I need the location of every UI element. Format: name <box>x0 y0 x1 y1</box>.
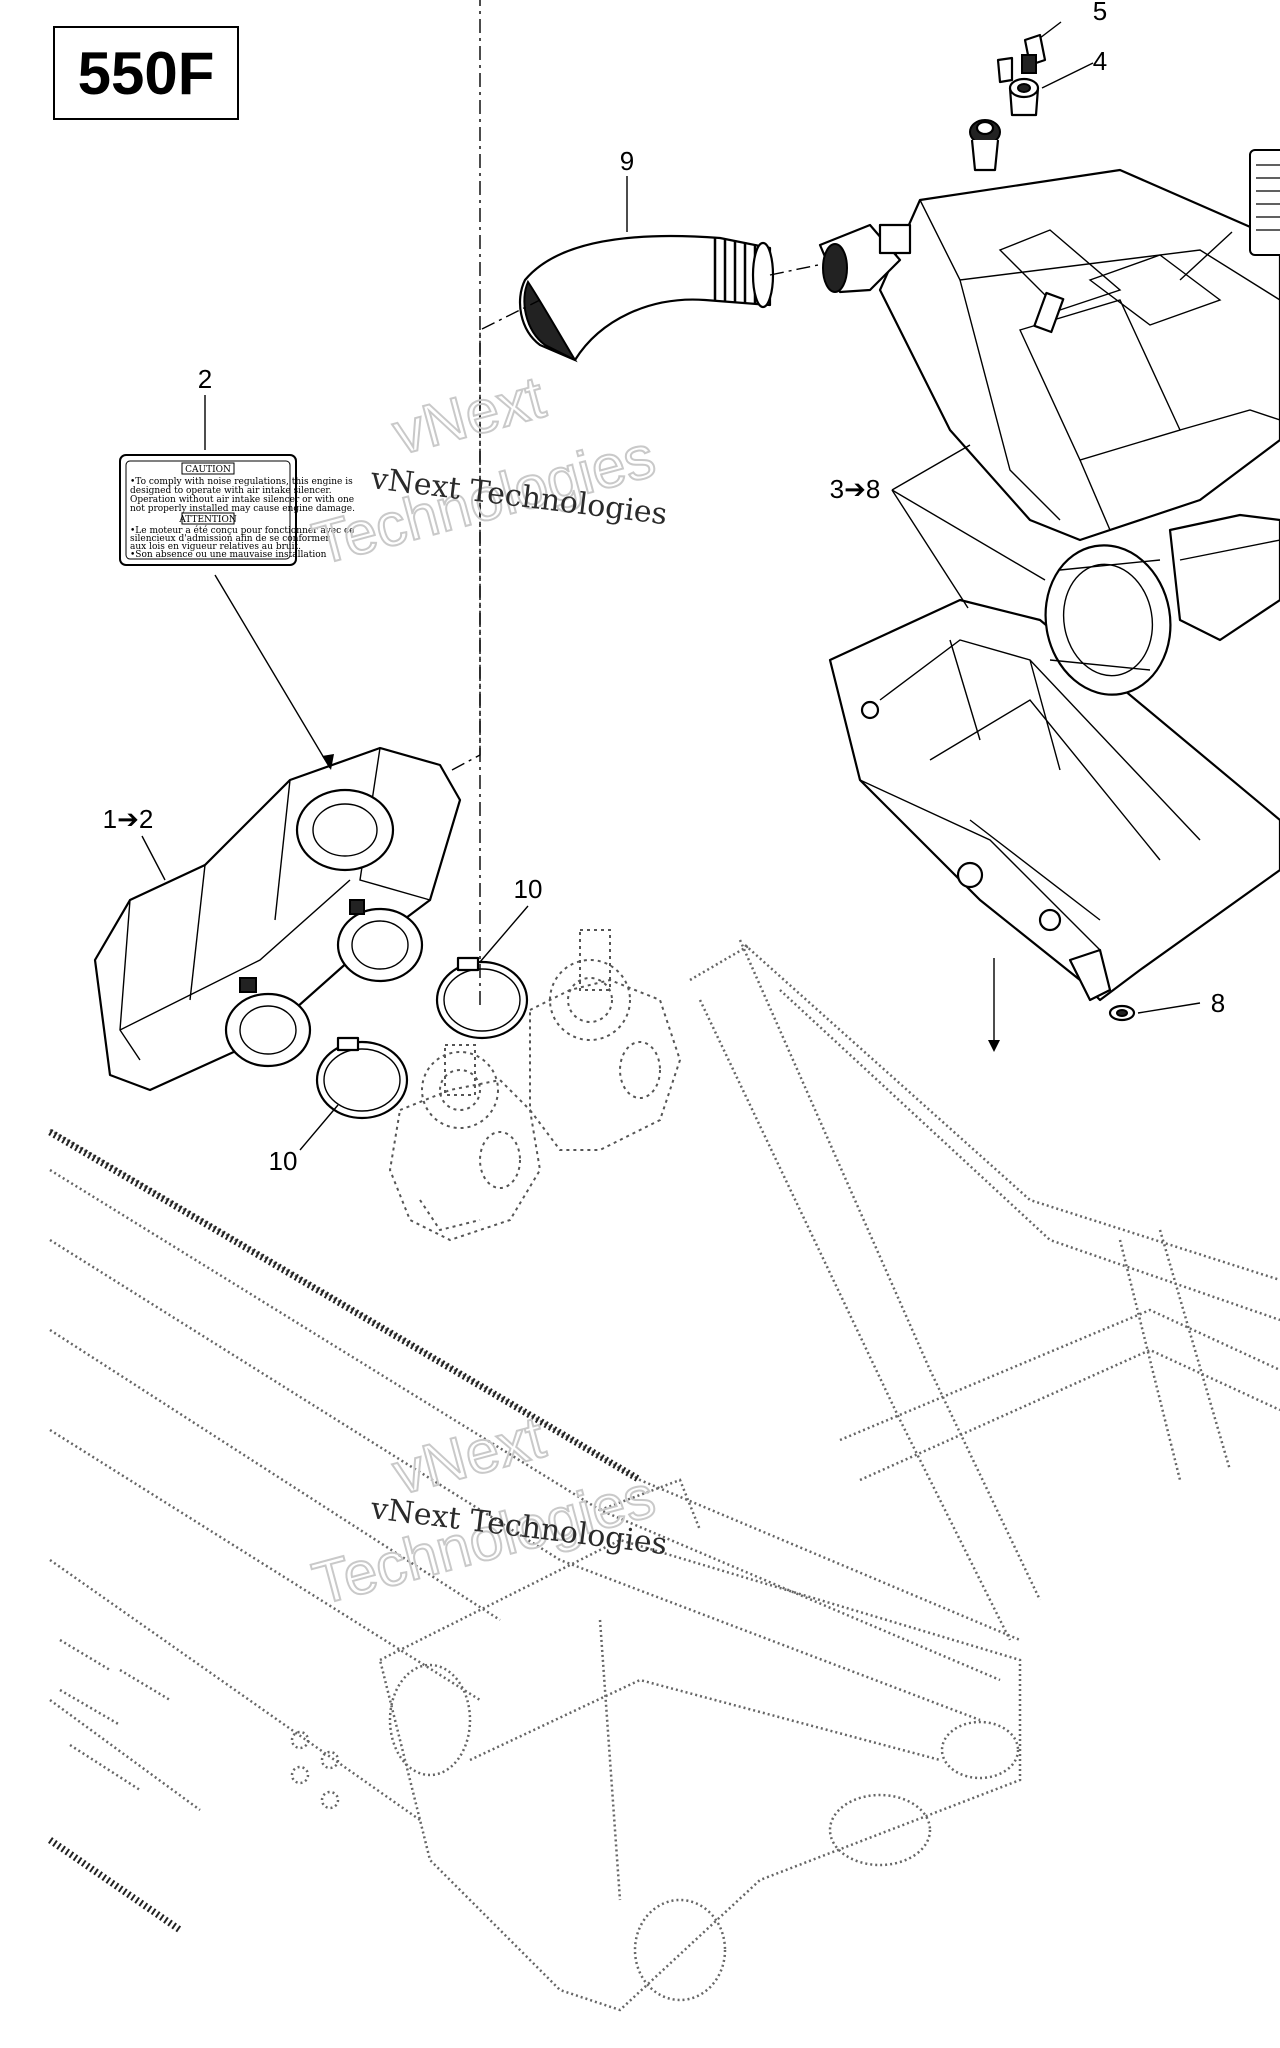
airbox-side-panel <box>1168 513 1280 642</box>
caution-label-partial <box>1249 149 1280 256</box>
dashdot-guide-2 <box>769 264 819 276</box>
caution-line-1: •To comply with noise regulations, this … <box>130 477 353 487</box>
carburetors <box>388 929 682 1242</box>
attention-line-1: •Le moteur a été conçu pour fonctionner … <box>130 525 354 536</box>
caution-line-2: designed to operate with air intake sile… <box>130 486 332 496</box>
grommet-4 <box>1008 77 1040 117</box>
clamp-upper <box>435 956 529 1040</box>
callouts: 2 1➔2 9 5 4 3➔8 8 10 10 <box>103 0 1226 1176</box>
clamp-lower <box>315 1036 409 1120</box>
leader-lines <box>141 0 1233 1151</box>
caution-line-4: not properly installed may cause engine … <box>130 504 355 514</box>
airbox-base <box>828 598 1280 1002</box>
callout-3-to-8: 3➔8 <box>830 474 881 504</box>
caution-line-3: Operation without air intake silencer or… <box>130 495 354 505</box>
attention-line-3: aux lois en vigueur relatives au bruit. <box>130 542 301 552</box>
callout-10-upper: 10 <box>514 874 543 904</box>
callout-9: 9 <box>620 146 634 176</box>
callout-8: 8 <box>1211 988 1225 1018</box>
watermark-upper-top: vNext <box>386 363 552 467</box>
intake-hose <box>518 234 775 363</box>
watermark-lower-top: vNext <box>386 1403 552 1507</box>
chassis-frame <box>48 939 1280 2012</box>
callout-1-to-2: 1➔2 <box>103 804 154 834</box>
callout-10-lower: 10 <box>269 1146 298 1176</box>
callout-4: 4 <box>1093 46 1107 76</box>
drain-plug-8 <box>1108 1004 1136 1022</box>
caution-heading: CAUTION <box>185 465 231 475</box>
airbox-adapter <box>1044 544 1172 696</box>
fitting-5 <box>996 33 1047 84</box>
dashdot-guide <box>451 299 541 771</box>
watermark-upper: vNext Technologies vNext Technologies <box>305 362 669 578</box>
attention-line-4: •Son absence ou une mauvaise installatio… <box>130 550 327 560</box>
attention-line-2: silencieux d'admission afin de se confor… <box>130 534 330 544</box>
caution-label: CAUTION •To comply with noise regulation… <box>119 454 355 566</box>
intake-silencer <box>93 746 462 1092</box>
callout-5: 5 <box>1093 0 1107 26</box>
model-label: 550F <box>53 26 239 120</box>
attention-heading: ATTENTION <box>178 515 237 525</box>
airbox-cover <box>818 119 1280 542</box>
callout-2: 2 <box>198 364 212 394</box>
